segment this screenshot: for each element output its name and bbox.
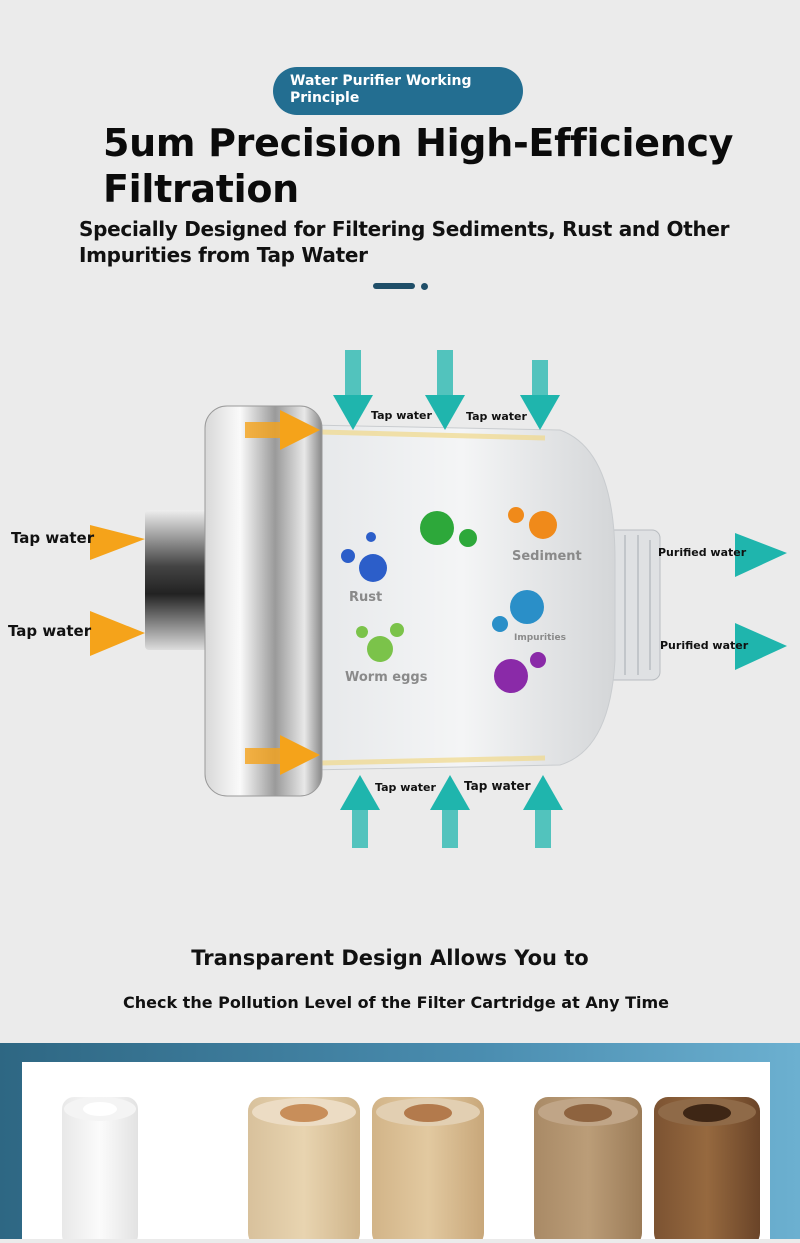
inlet-label: Tap water (11, 529, 95, 547)
cartridge-dirty (534, 1097, 642, 1243)
flow-arrows (333, 350, 787, 848)
arrow-right-icon (245, 735, 320, 775)
title-line-1: 5um Precision High-Efficiency (103, 121, 734, 165)
top-label: Tap water (371, 409, 432, 422)
outlet-label: Purified water (658, 546, 747, 559)
cartridge-light (248, 1097, 360, 1243)
arrow-up-icon (340, 775, 380, 848)
chrome-cap (204, 405, 323, 797)
rust-germ-icon (359, 554, 387, 582)
cartridge-clean (62, 1097, 138, 1243)
transparent-housing (309, 424, 616, 771)
outlet-label: Purified water (660, 639, 749, 652)
section-subheading: Check the Pollution Level of the Filter … (122, 993, 670, 1012)
title-line-2: Filtration (103, 167, 299, 211)
bottom-label: Tap water (464, 779, 531, 793)
bottom-label: Tap water (375, 781, 436, 794)
contaminant-icons (341, 507, 557, 693)
filter-diagram (90, 350, 787, 848)
inlet-nut (145, 510, 215, 650)
arrow-down-icon (333, 350, 373, 430)
worm-eggs-icon (367, 636, 393, 662)
worm-eggs-label: Worm eggs (345, 670, 428, 685)
impurities-germ-icon (510, 590, 544, 624)
carousel-indicator (421, 283, 428, 290)
badge-text: Water Purifier Working Principle (290, 73, 472, 106)
arrow-right-icon (90, 611, 145, 656)
arrow-right-icon (245, 410, 320, 450)
cartridge-comparison (62, 1097, 760, 1243)
subtitle: Specially Designed for Filtering Sedimen… (79, 217, 730, 267)
inlet-label: Tap water (8, 622, 92, 640)
inflow-arrows (90, 410, 320, 775)
cartridge-very-dirty (654, 1097, 760, 1243)
arrow-down-icon (520, 360, 560, 430)
arrow-right-icon (735, 533, 787, 577)
cartridge-panel (22, 1062, 770, 1243)
sediment-icon (529, 511, 557, 539)
purple-germ-icon (494, 659, 528, 693)
arrow-down-icon (425, 350, 465, 430)
arrow-up-icon (523, 775, 563, 848)
arrow-up-icon (430, 775, 470, 848)
section-badge: Water Purifier Working Principle (273, 67, 523, 115)
cartridge-light-medium (372, 1097, 484, 1243)
green-germ-icon (420, 511, 454, 545)
carousel-indicator-active (373, 283, 415, 289)
section-heading: Transparent Design Allows You to (191, 946, 589, 970)
arrow-right-icon (90, 525, 145, 560)
sediment-label: Sediment (512, 549, 582, 564)
impurities-label: Impurities (514, 633, 566, 643)
rust-label: Rust (349, 590, 383, 605)
arrow-right-icon (735, 623, 787, 670)
top-label: Tap water (466, 410, 527, 423)
